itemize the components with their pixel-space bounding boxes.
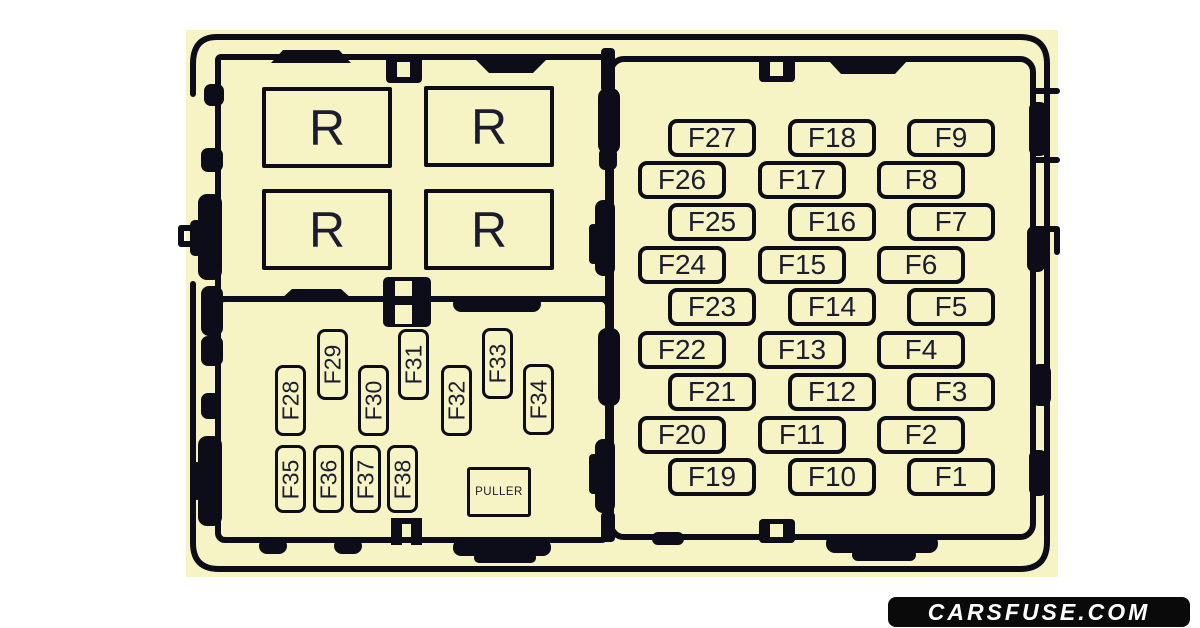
fuse-F19: F19 [668, 458, 756, 496]
fuse-F38: F38 [387, 445, 418, 513]
fuse-F3: F3 [907, 373, 995, 411]
fuse-F33: F33 [482, 328, 513, 399]
fuse-F16: F16 [788, 203, 876, 241]
fuse-F23: F23 [668, 288, 756, 326]
relay-box-1: R [262, 87, 392, 168]
fuse-F35: F35 [275, 445, 306, 513]
fuse-F28-label: F28 [277, 380, 304, 421]
fuse-F37: F37 [350, 445, 381, 513]
fuse-F6: F6 [877, 246, 965, 284]
fuse-F9: F9 [907, 119, 995, 157]
fuse-F15: F15 [758, 246, 846, 284]
carsfuse-logo: CARSFUSE.COM [888, 597, 1190, 627]
fuse-F26: F26 [638, 161, 726, 199]
fuse-F31: F31 [398, 329, 429, 400]
fuse-F21: F21 [668, 373, 756, 411]
fuse-F32: F32 [441, 365, 472, 436]
relay-box-2: R [424, 86, 554, 167]
fuse-F10: F10 [788, 458, 876, 496]
fuse-F35-label: F35 [277, 459, 304, 499]
fuse-F33-label: F33 [484, 343, 511, 384]
fuse-F27: F27 [668, 119, 756, 157]
fuse-F12: F12 [788, 373, 876, 411]
fuse-F29: F29 [317, 329, 348, 400]
fuse-F4: F4 [877, 331, 965, 369]
fuse-F14: F14 [788, 288, 876, 326]
fuse-F24: F24 [638, 246, 726, 284]
fuse-F36-label: F36 [315, 459, 342, 499]
fuse-F34: F34 [523, 364, 554, 435]
fuse-F13: F13 [758, 331, 846, 369]
fuse-F8: F8 [877, 161, 965, 199]
fuse-F31-label: F31 [400, 344, 427, 385]
fuse-F37-label: F37 [352, 459, 379, 499]
fuse-F2: F2 [877, 416, 965, 454]
fuse-puller-box: PULLER [467, 467, 531, 517]
fuse-F1: F1 [907, 458, 995, 496]
fuse-F7: F7 [907, 203, 995, 241]
fuse-F20: F20 [638, 416, 726, 454]
fuse-F22: F22 [638, 331, 726, 369]
fuse-F30-label: F30 [360, 380, 387, 421]
fuse-F28: F28 [275, 365, 306, 436]
fuse-F32-label: F32 [443, 380, 470, 421]
fuse-F30: F30 [358, 365, 389, 436]
fuse-F18: F18 [788, 119, 876, 157]
fuse-F36: F36 [313, 445, 344, 513]
fuse-F17: F17 [758, 161, 846, 199]
fuse-F29-label: F29 [319, 344, 346, 385]
fuse-F34-label: F34 [525, 379, 552, 420]
fuse-F38-label: F38 [389, 459, 416, 499]
fuse-F5: F5 [907, 288, 995, 326]
relay-box-4: R [424, 189, 554, 270]
fuse-F25: F25 [668, 203, 756, 241]
relay-box-3: R [262, 189, 392, 270]
fuse-F11: F11 [758, 416, 846, 454]
